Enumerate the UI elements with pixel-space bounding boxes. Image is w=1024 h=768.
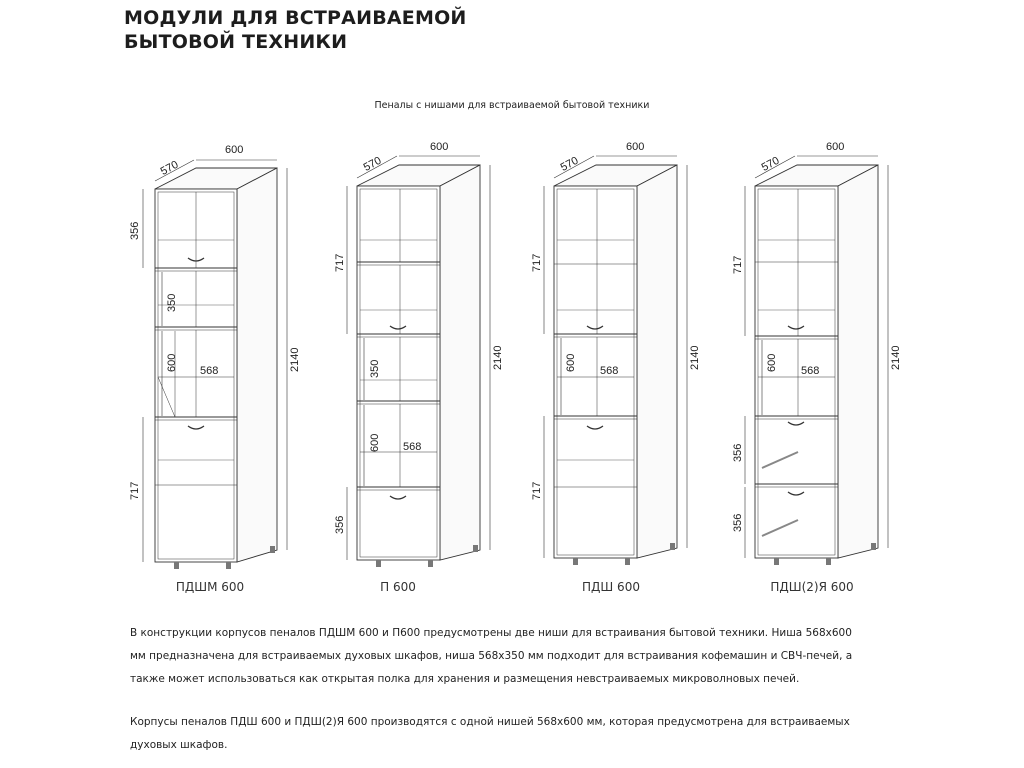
cabinet-pdshm-600 [142, 159, 288, 569]
page-title-line2: БЫТОВОЙ ТЕХНИКИ [124, 31, 348, 53]
dim-section: 600 [766, 354, 778, 372]
dim-section: 356 [334, 516, 346, 534]
dim-section: 600 [369, 434, 381, 452]
cabinet-pdsh-600 [543, 155, 688, 565]
dim-section: 350 [166, 294, 178, 312]
dim-section: 717 [129, 482, 141, 500]
dim-section: 717 [732, 256, 744, 274]
dim-height: 2140 [689, 346, 701, 370]
dim-depth: 570 [362, 155, 384, 174]
cabinet-label: ПДШ 600 [582, 580, 640, 594]
description-paragraph-2: Корпусы пеналов ПДШ 600 и ПДШ(2)Я 600 пр… [130, 716, 850, 751]
dim-width: 600 [225, 144, 243, 156]
dim-section: 356 [129, 222, 141, 240]
dim-section: 350 [369, 360, 381, 378]
dim-section: 717 [531, 254, 543, 272]
dim-section: 568 [200, 365, 218, 377]
dim-height: 2140 [289, 348, 301, 372]
cabinet-label: П 600 [380, 580, 416, 594]
dim-section: 568 [600, 365, 618, 377]
dim-section: 717 [334, 254, 346, 272]
dim-section: 717 [531, 482, 543, 500]
cabinet-pdsh2ya-600 [744, 155, 889, 565]
diagram-subtitle: Пеналы с нишами для встраиваемой бытовой… [374, 100, 650, 111]
dim-depth: 570 [760, 155, 782, 174]
dim-width: 600 [626, 141, 644, 153]
dim-height: 2140 [492, 346, 504, 370]
dim-section: 600 [166, 354, 178, 372]
page-title-line1: МОДУЛИ ДЛЯ ВСТРАИВАЕМОЙ [124, 7, 467, 29]
cabinet-label: ПДШ(2)Я 600 [770, 580, 854, 594]
dim-section: 600 [565, 354, 577, 372]
page-title: МОДУЛИ ДЛЯ ВСТРАИВАЕМОЙ БЫТОВОЙ ТЕХНИКИ [124, 6, 467, 54]
dim-width: 600 [826, 141, 844, 153]
dim-section: 568 [403, 441, 421, 453]
dim-depth: 570 [559, 155, 581, 174]
dim-width: 600 [430, 141, 448, 153]
description-paragraph-1: В конструкции корпусов пеналов ПДШМ 600 … [130, 627, 853, 685]
cabinet-p-600 [346, 155, 491, 567]
dim-height: 2140 [890, 346, 902, 370]
dim-section: 356 [732, 444, 744, 462]
cabinet-label: ПДШМ 600 [175, 580, 245, 594]
dim-section: 568 [801, 365, 819, 377]
dim-depth: 570 [159, 159, 181, 178]
dim-section: 356 [732, 514, 744, 532]
